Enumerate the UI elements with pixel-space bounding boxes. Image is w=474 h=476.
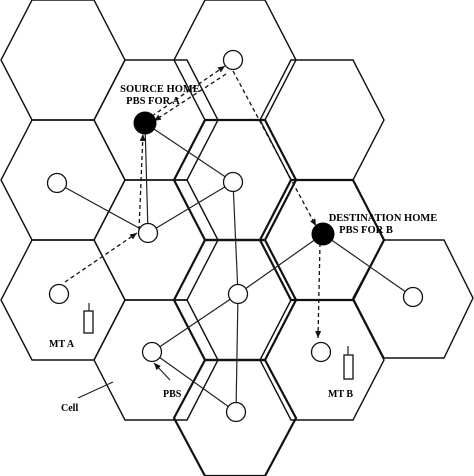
link [235,293,239,413]
cell [352,239,474,359]
routing-path [64,65,322,339]
cell [93,299,219,421]
cell [172,358,298,476]
cell [0,0,126,121]
cell [259,299,385,421]
pbs-node [48,283,70,305]
mt-a-device [83,310,94,334]
link [232,181,239,295]
source-home-pbs [133,111,157,135]
pbs-node [402,286,424,308]
network-links [56,122,414,413]
pbs-node [310,341,332,363]
route-segment [315,242,322,339]
base-stations [46,49,424,423]
mt-b-device [343,354,354,380]
link [151,293,239,353]
route-segment [64,232,138,283]
cell-label: Cell [61,403,78,414]
source-home-label-line2: PBS FOR A [126,96,180,107]
link [144,122,234,183]
route-segment [232,70,317,227]
link [151,351,237,413]
pbs-label: PBS [163,389,182,400]
pbs-node [137,222,159,244]
pbs-node [141,341,163,363]
mt-b-label: MT B [328,389,353,400]
destination-home-label-line1: DESTINATION HOME [329,213,438,224]
link [56,182,149,234]
link [147,181,234,234]
link [322,233,414,298]
route-segment [153,73,227,122]
destination-home-label-line2: PBS FOR B [339,225,393,236]
pbs-pointer-line [153,362,171,381]
mt-a-label: MT A [49,339,75,350]
source-home-label-line1: SOURCE HOME [120,84,200,95]
destination-home-pbs [311,222,335,246]
pbs-node [222,49,244,71]
link [144,122,149,234]
cell [259,59,385,181]
pbs-node [46,172,68,194]
route-segment [138,133,146,231]
cell [93,179,219,301]
route-segment [151,65,226,117]
link [237,233,324,295]
pbs-node [222,171,244,193]
pbs-node [225,401,247,423]
cell-pointer-line [77,381,114,399]
pbs-node [227,283,249,305]
